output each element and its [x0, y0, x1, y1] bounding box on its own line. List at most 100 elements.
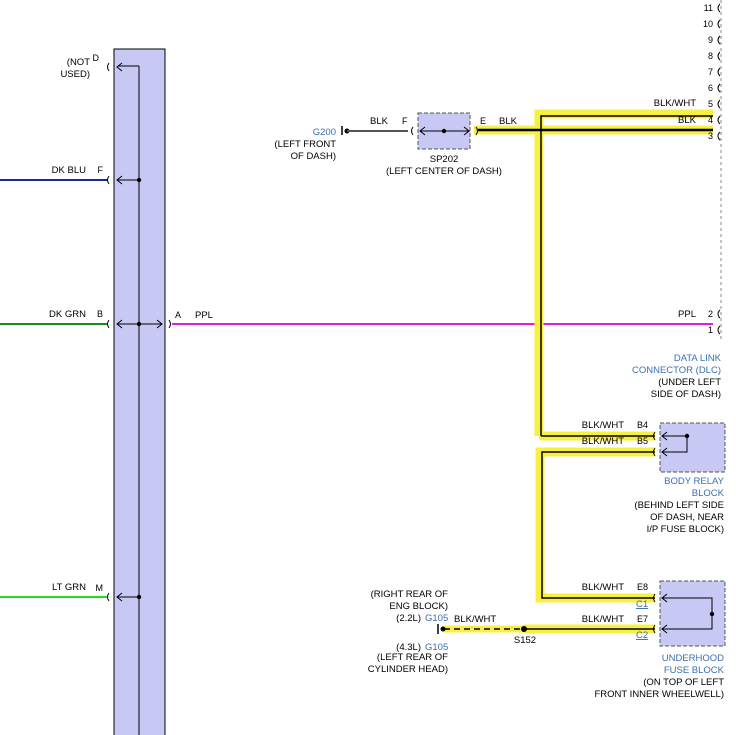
ufb-name-1: UNDERHOOD [662, 653, 724, 664]
brb-b5-connector [653, 447, 656, 457]
ufb-name-2: FUSE BLOCK [664, 665, 725, 676]
dlc-pin-7-connector [717, 67, 721, 77]
ufb-e7-connector [653, 624, 656, 634]
pin-m-label: M [96, 583, 104, 593]
dlc-pin-9-number: 9 [708, 35, 713, 45]
ufb-c2-label: C2 [636, 630, 648, 641]
dlc-name-1: DATA LINK [674, 353, 722, 364]
ufb-c1-label: C1 [636, 599, 648, 610]
g105-22-location-2: ENG BLOCK) [389, 601, 448, 612]
dlc-pin-8-number: 8 [708, 51, 713, 61]
g105-ground-dot [440, 626, 446, 632]
brb-block [659, 422, 726, 473]
brb-wire2-label: BLK/WHT [582, 436, 624, 447]
sp202-wire-label: BLK [499, 116, 518, 127]
ufb-location-2: FRONT INNER WHEELWELL) [595, 689, 725, 700]
brb-location-2: OF DASH, NEAR [650, 512, 724, 523]
sp202-pin-e-label: E [480, 116, 486, 126]
dlc-pin-5-number: 5 [708, 99, 713, 109]
g200-label: G200 [313, 127, 336, 138]
ufb-wire1-label: BLK/WHT [582, 582, 624, 593]
brb-wire1-label: BLK/WHT [582, 420, 624, 431]
dlc-pin-1-connector [717, 325, 721, 335]
ufb-pin-e8-label: E8 [637, 582, 648, 592]
brb-name-1: BODY RELAY [664, 476, 725, 487]
g105-43-location-1: (LEFT REAR OF [377, 652, 448, 663]
g105-22-label: G105 [425, 613, 448, 624]
pin-f-label: F [98, 165, 104, 175]
brb-location-1: (BEHIND LEFT SIDE [634, 500, 724, 511]
sp202-pin-f-label: F [402, 116, 408, 126]
dlc-pin-10-connector [717, 19, 721, 29]
dlc-pin-10-number: 10 [703, 19, 713, 29]
g200-wire-label: BLK [370, 116, 389, 127]
brb-name-2: BLOCK [692, 488, 725, 499]
brb-node [684, 433, 690, 439]
dk-blu-label: DK BLU [52, 165, 86, 176]
s152-label: S152 [514, 635, 536, 646]
dlc-pin-4-number: 4 [708, 115, 713, 125]
pin-a-label: A [175, 310, 181, 320]
dlc-location-1: (UNDER LEFT [658, 377, 721, 388]
sp202-location: (LEFT CENTER OF DASH) [386, 166, 502, 177]
sp202-pin-e-connector [475, 126, 478, 136]
dlc-pin-1-number: 1 [708, 325, 713, 335]
pin-d-connector [107, 62, 110, 72]
sp202-arrow-right [463, 126, 470, 136]
pin-a-connector [168, 319, 171, 329]
ppl-label-left: PPL [195, 310, 213, 321]
g105-wire-label: BLK/WHT [454, 614, 496, 625]
dlc-pin2-wire-label: PPL [678, 309, 696, 320]
dlc-pin-5-connector [717, 99, 721, 109]
pin-b-connector [107, 319, 110, 329]
dlc-pin-11-number: 11 [704, 3, 713, 13]
pin-d-label: D [93, 53, 100, 63]
ufb-location-1: (ON TOP OF LEFT [643, 677, 724, 688]
g105-22-engine: (2.2L) [396, 613, 421, 624]
dlc-pin-9-connector [717, 35, 721, 45]
pin-b-label: B [97, 309, 103, 319]
dlc-location-2: SIDE OF DASH) [651, 389, 721, 400]
pin-a-arrow [156, 319, 163, 329]
ufb-wire2-label: BLK/WHT [582, 614, 624, 625]
not-used-label-2: USED) [60, 69, 90, 80]
ufb-e8-connector [653, 593, 656, 603]
pin-d-arrow [116, 62, 123, 72]
pin-m-node [136, 594, 142, 600]
g105-43-label: G105 [425, 642, 448, 653]
dlc-pin-3-number: 3 [708, 131, 713, 141]
g200-location-1: (LEFT FRONT [274, 139, 336, 150]
brb-location-3: I/P FUSE BLOCK) [647, 524, 724, 535]
dlc-name-2: CONNECTOR (DLC) [632, 365, 721, 376]
dlc-pin-2-number: 2 [708, 309, 713, 319]
g105-43-location-2: CYLINDER HEAD) [368, 664, 448, 675]
dlc-pin-6-connector [717, 83, 721, 93]
pin-f-connector [107, 175, 110, 185]
dlc-pin4-wire-label: BLK [678, 115, 697, 126]
lt-grn-label: LT GRN [52, 582, 86, 593]
not-used-label-1: (NOT [67, 57, 90, 68]
brb-pin-b5-label: B5 [637, 436, 648, 446]
sp202-node [441, 128, 447, 134]
dlc-pin5-wire-label: BLK/WHT [654, 98, 696, 109]
black-wires [524, 115, 713, 630]
ufb-block [659, 580, 726, 647]
g105-43-engine: (4.3L) [396, 642, 421, 653]
dlc-pin-2-connector [717, 309, 721, 319]
s152-splice-dot [521, 626, 527, 632]
pin-b-node [136, 321, 142, 327]
sp202-pin-f-connector [411, 126, 414, 136]
g200-location-2: OF DASH) [291, 151, 336, 162]
dlc-pin-6-number: 6 [708, 83, 713, 93]
sp202-name: SP202 [430, 154, 459, 165]
dlc-pin-3-connector [717, 131, 721, 141]
dlc-pin-11-connector [717, 3, 721, 13]
g105-22-location-1: (RIGHT REAR OF [371, 589, 449, 600]
dk-grn-label: DK GRN [49, 309, 86, 320]
pin-m-connector [107, 592, 110, 602]
sp202-arrow-left [419, 126, 426, 136]
brb-internal [661, 431, 688, 457]
